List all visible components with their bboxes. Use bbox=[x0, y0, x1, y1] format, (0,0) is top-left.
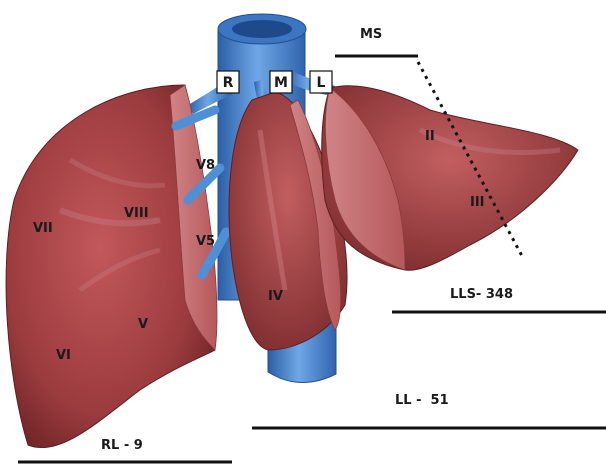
vein-label-left: L bbox=[310, 71, 332, 93]
caption-lls: LLS- 348 bbox=[450, 287, 513, 302]
vein-label-left-text: L bbox=[317, 75, 326, 91]
segment-label-iii: III bbox=[470, 195, 485, 210]
label-v8: V8 bbox=[196, 158, 215, 173]
segment-label-iv: IV bbox=[268, 289, 283, 304]
segment-label-vi: VI bbox=[56, 348, 71, 363]
right-lobe bbox=[6, 85, 226, 448]
left-lateral-lobe bbox=[322, 86, 578, 270]
caption-ms: MS bbox=[360, 27, 382, 42]
segment-label-viii: VIII bbox=[124, 206, 149, 221]
segment-label-ii: II bbox=[425, 129, 435, 144]
caption-ll: LL - 51 bbox=[395, 393, 449, 408]
label-v5: V5 bbox=[196, 234, 215, 249]
vein-label-middle: M bbox=[270, 71, 292, 93]
segment-label-vii: VII bbox=[33, 221, 53, 236]
caption-rl: RL - 9 bbox=[101, 438, 143, 453]
segment-label-v: V bbox=[138, 317, 148, 332]
vein-label-right: R bbox=[217, 71, 239, 93]
vein-label-right-text: R bbox=[223, 75, 234, 91]
vein-label-middle-text: M bbox=[274, 75, 288, 91]
